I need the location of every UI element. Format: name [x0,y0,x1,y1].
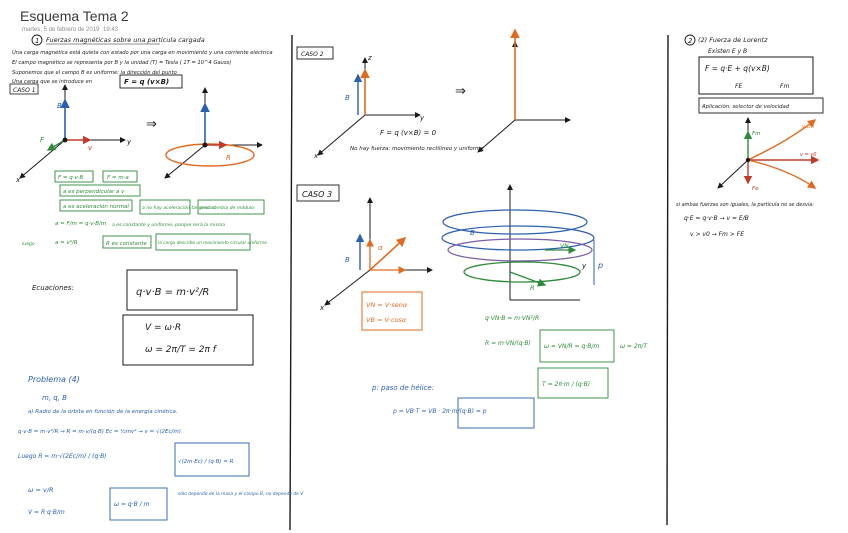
handwritten-note: B [345,256,350,264]
handwritten-note: ω = v/R [28,486,54,494]
handwritten-note: Fm [752,131,761,137]
caso1-diagram: B F v x y [15,84,132,184]
svg-text:2: 2 [688,37,693,45]
w-equation: ω = 2π/T = 2π f [145,345,218,355]
handwritten-note: v no cambia de módulo [200,204,254,211]
handwritten-note: V = R·q·B/m [28,509,65,516]
handwritten-note: x [313,152,319,160]
c1b-R: R [226,154,231,162]
handwritten-note: F = m·a [107,175,129,181]
handwritten-note: p [597,261,603,270]
c1-B: B [57,102,62,110]
handwritten-note: α [378,244,383,252]
page-title: Esquema Tema 2 [20,8,129,24]
handwritten-note: la carga describe un movimiento circular… [158,240,267,246]
sec2-eq: F = q·E + q(v×B) [705,64,770,73]
handwritten-note: R es constante [106,241,147,247]
handwritten-note: a = F/m = q·v·B/m [55,221,106,227]
svg-text:⇒: ⇒ [146,116,157,131]
c1-v: v [88,144,93,152]
handwritten-note: v = v0 [800,152,816,158]
v-equation: V = ω·R [145,323,181,333]
paso-eq: p = VB·T = VB · 2π·m/(q·B) = p [392,408,487,415]
sec2-eq3: v > v0 → Fm > FE [690,231,744,238]
handwritten-note: luego [22,241,35,247]
handwritten-note: y [581,262,587,270]
sec2-heading: (2) Fuerza de Lorentz [698,36,768,44]
sec2-fm: Fm [780,83,789,90]
handwritten-note: ω = 2π/T [620,343,648,350]
caso3-diagram: α B x [319,197,433,312]
handwritten-note: Luego R = m·√(2Ec/m) / (q·B) [18,453,107,460]
svg-text:⇒: ⇒ [455,83,466,98]
problem-section: Problema (4) m, q, B a) Radio de la órbi… [18,375,304,521]
handwritten-note: ω = VN/R = q·B/m [544,343,599,350]
handwritten-note: y [419,114,425,122]
caso2-label: CASO 2 [301,51,324,58]
handwritten-note: a es aceleración normal [63,203,129,210]
handwritten-note: a = v²/R [55,239,78,246]
handwritten-note: z [367,54,372,62]
caso3-label: CASO 3 [302,190,332,199]
handwritten-note: B [470,229,475,237]
main-equation: q·v·B = m·v²/R [136,287,209,298]
vn-box1: VN = V·senα [366,301,408,309]
handwritten-note: R = m·VN/(q·B) [485,340,531,347]
sec2-fe: FE [735,83,742,90]
handwritten-note: x [319,304,325,312]
aplicacion: Aplicación: selector de velocidad [701,103,790,110]
handwritten-note: q·v·B = m·v²/R → R = m·v/(q·B) Ec = ½mv²… [18,428,181,435]
c1-y: y [126,138,132,146]
handwritten-note: Problema (4) [28,375,80,384]
handwritten-note: a no hay aceleración tangencial [142,204,216,211]
handwritten-note: m, q, B [42,394,67,402]
caso2-diagram-2 [477,28,571,153]
section1-header: 1 Fuerzas magnéticas sobre una partícula… [31,34,205,46]
caso2-eq: F = q (v×B) = 0 [380,129,437,137]
sec2-existen: Existen E y B [708,48,747,55]
handwritten-note: v cm [802,124,814,130]
divider-right [666,34,669,526]
handwritten-note: ω = q·B / m [114,501,150,508]
handwritten-note: VN [560,243,569,250]
page-date: martes, 5 de febrero de 2019 [22,27,100,33]
handwritten-note: a es perpendicular a v [63,189,125,195]
caso1-diagram-circle: R [164,87,263,179]
vn-box2: VB = V·cosα [366,316,407,324]
sec2-eq2: q·E = q·v·B → v = E/B [684,215,749,222]
formula-lorentz: F = q (v×B) [124,78,169,86]
handwritten-note: a es constante y uniforme, porque será l… [112,221,225,228]
caso2-diagram: B z y x [313,54,425,160]
c1-x: x [15,176,21,184]
selector-diagram: Fm Fe v cm v = v0 [717,117,820,192]
caso1-green-notes: F = q·v·B F = m·a a es perpendicular a v… [22,170,267,251]
c1-F: F [40,136,45,144]
handwritten-note: T = 2π·m / (q·B) [542,381,590,388]
caso1-label: CASO 1 [13,87,36,94]
handwritten-note: q·VN·B = m·VN²/R [485,315,539,322]
handwritten-note: B [345,94,350,102]
ecuaciones-label: Ecuaciones: [32,284,74,292]
note-line2: El campo magnético se representa por B y… [12,59,231,66]
sec2-note: si ambas fuerzas son iguales, la partícu… [676,201,814,208]
note-line1: Una carga magnética está quieta con esta… [12,49,273,56]
handwritten-note: F = q·v·B [58,175,84,181]
handwritten-note: Fe [752,186,759,192]
divider-left [289,34,293,531]
heading1: Fuerzas magnéticas sobre una partícula c… [46,36,205,44]
handwritten-note: R [530,284,535,292]
paso-label: p: paso de hélice: [371,384,434,392]
handwritten-note: sólo depende de la masa y el campo B, no… [178,490,304,497]
helix-diagram: p B VN R y [441,184,603,301]
svg-text:1: 1 [35,37,39,45]
handwritten-note: √(2m·Ec) / (q·B) = R [178,458,234,465]
caso2-note: No hay fuerza: movimiento rectilíneo y u… [350,145,484,152]
page-time: 19:43 [103,27,119,33]
note-line3: Suponemos que el campo B es uniforme: la… [12,69,177,76]
handwritten-note: a) Radio de la órbita en función de la e… [28,408,178,415]
caso3-equations: q·VN·B = m·VN²/R R = m·VN/(q·B) ω = VN/R… [485,315,648,399]
note-line4: Una carga que se introduce en [12,79,92,85]
